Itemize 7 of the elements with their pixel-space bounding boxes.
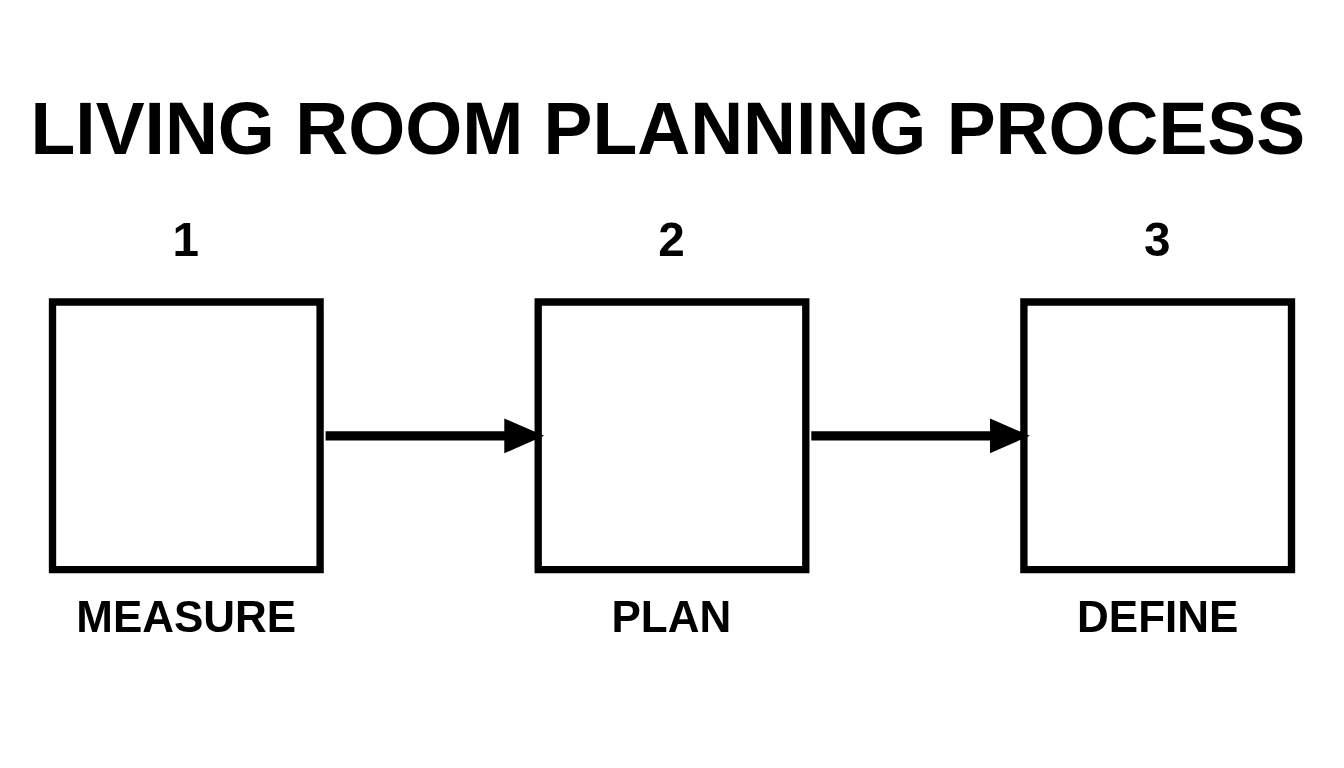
node-label: PLAN [611,591,732,641]
node-label: 2 [658,212,685,266]
node-label: MEASURE [76,591,297,641]
diagram-title: LIVING ROOM PLANNING PROCESS [30,87,1306,170]
node-label: 1 [172,212,200,266]
node-label: DEFINE [1077,591,1239,641]
node-label: 3 [1143,212,1171,266]
